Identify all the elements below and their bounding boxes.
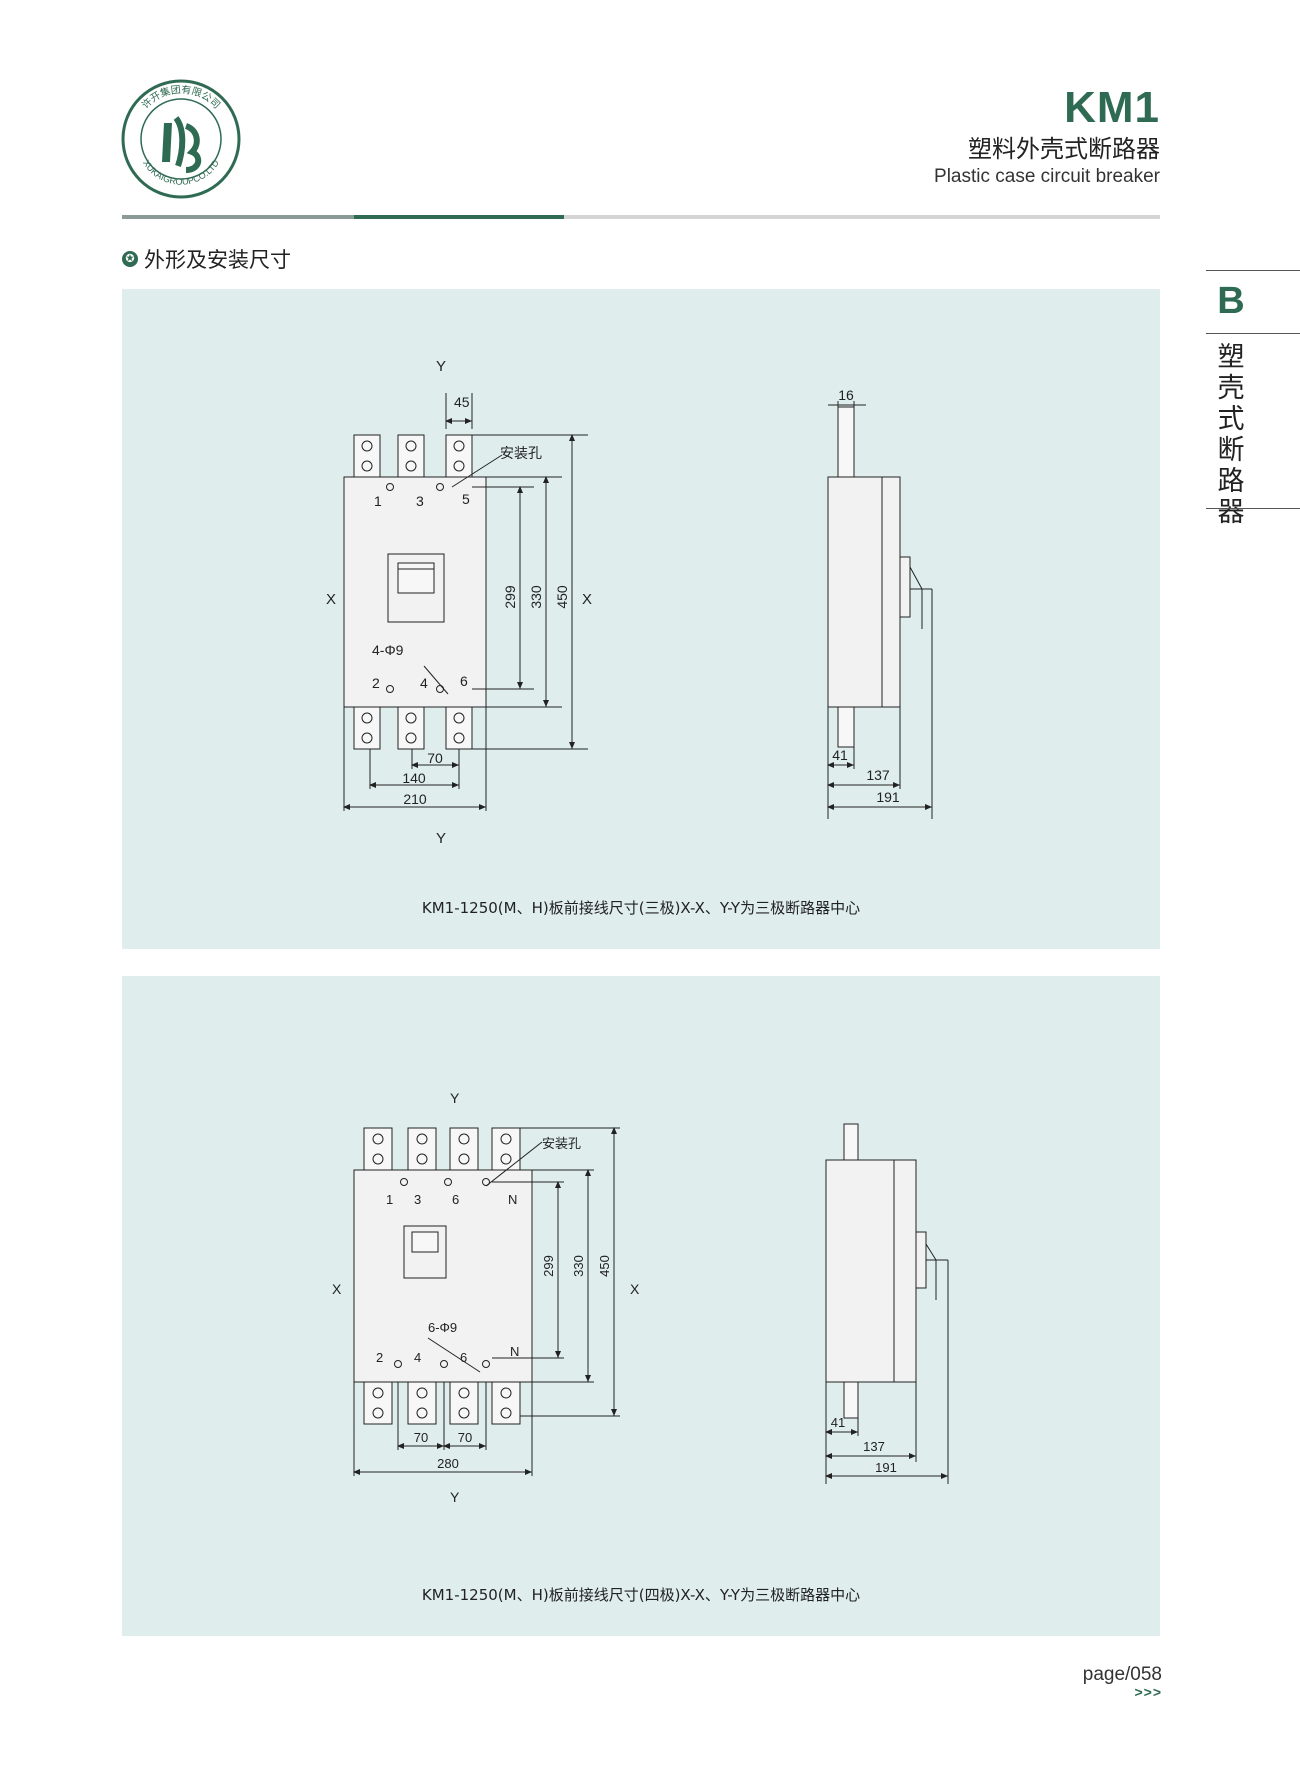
dim-299: 299 bbox=[502, 585, 518, 609]
pole-6: 6 bbox=[460, 673, 468, 689]
header-rule-gray bbox=[564, 215, 1160, 219]
side-tab-label: 塑壳式断路器 bbox=[1217, 342, 1245, 528]
side-dim-191: 191 bbox=[876, 789, 900, 805]
pole-2-2: 2 bbox=[376, 1350, 383, 1365]
dim-45: 45 bbox=[454, 394, 470, 410]
model-title: KM1 bbox=[1064, 83, 1160, 132]
company-logo: 许开集团有限公司 XUKAIGROUPCO.LTD bbox=[120, 78, 242, 200]
dim-299-2: 299 bbox=[541, 1255, 556, 1277]
axis-y-top: Y bbox=[436, 358, 446, 375]
four-pole-drawing: Y Y X X 安装孔 1 3 6 N 2 4 6 N 6-Φ9 299 330… bbox=[332, 1090, 949, 1505]
axis-x-right: X bbox=[582, 591, 592, 608]
diagram-panel-three-pole: Y Y X X 45 安装孔 1 3 5 2 4 6 4-Φ9 299 330 … bbox=[122, 289, 1160, 949]
axis-y-top-2: Y bbox=[450, 1090, 460, 1106]
side-dim-137: 137 bbox=[866, 767, 890, 783]
hole-spec-2: 6-Φ9 bbox=[428, 1320, 457, 1335]
pole-1-2: 1 bbox=[386, 1192, 393, 1207]
axis-x-left-2: X bbox=[332, 1281, 342, 1297]
dim-330-2: 330 bbox=[571, 1255, 586, 1277]
pole-3-2: 3 bbox=[414, 1192, 421, 1207]
caption-three-pole: KM1-1250(M、H)板前接线尺寸(三极)X-X、Y-Y为三极断路器中心 bbox=[421, 899, 861, 917]
side-dim-41-2: 41 bbox=[831, 1415, 845, 1430]
page-number-text: page/058 bbox=[1082, 1664, 1162, 1685]
side-dim-137-2: 137 bbox=[863, 1439, 885, 1454]
pole-n-top-2: N bbox=[508, 1192, 517, 1207]
axis-y-bottom: Y bbox=[436, 830, 446, 847]
mount-hole-label: 安装孔 bbox=[500, 445, 542, 461]
mount-hole-label-2: 安装孔 bbox=[542, 1136, 581, 1151]
side-dim-191-2: 191 bbox=[875, 1460, 897, 1475]
dim-70: 70 bbox=[427, 750, 443, 766]
dim-450: 450 bbox=[554, 585, 570, 609]
page-number: page/058 >>> bbox=[1082, 1664, 1162, 1700]
dim-140: 140 bbox=[402, 770, 426, 786]
pole-5: 5 bbox=[462, 491, 470, 507]
side-tab-letter: B bbox=[1217, 280, 1245, 322]
dim-70a-2: 70 bbox=[414, 1430, 428, 1445]
dim-280-2: 280 bbox=[437, 1456, 459, 1471]
pole-4-2: 4 bbox=[414, 1350, 421, 1365]
caption-four-pole: KM1-1250(M、H)板前接线尺寸(四极)X-X、Y-Y为三极断路器中心 bbox=[421, 1586, 861, 1604]
side-tab: B 塑壳式断路器 bbox=[1206, 270, 1300, 528]
header-rule-accent bbox=[354, 215, 564, 219]
axis-x-left: X bbox=[326, 591, 336, 608]
pole-3: 3 bbox=[416, 493, 424, 509]
pole-1: 1 bbox=[374, 493, 382, 509]
axis-y-bottom-2: Y bbox=[450, 1489, 460, 1505]
diagram-panel-four-pole: Y Y X X 安装孔 1 3 6 N 2 4 6 N 6-Φ9 299 330… bbox=[122, 976, 1160, 1636]
dim-210: 210 bbox=[403, 791, 427, 807]
pole-4: 4 bbox=[420, 675, 428, 691]
title-chinese: 塑料外壳式断路器 bbox=[968, 135, 1160, 163]
side-dim-16: 16 bbox=[838, 387, 854, 403]
dim-70b-2: 70 bbox=[458, 1430, 472, 1445]
pole-6-top-2: 6 bbox=[452, 1192, 459, 1207]
section-title: ✪ 外形及安装尺寸 bbox=[122, 244, 291, 274]
dim-450-2: 450 bbox=[597, 1255, 612, 1277]
pole-n-bottom-2: N bbox=[510, 1344, 519, 1359]
side-dim-41: 41 bbox=[832, 747, 848, 763]
section-title-text: 外形及安装尺寸 bbox=[144, 248, 291, 272]
hole-spec: 4-Φ9 bbox=[372, 642, 404, 658]
arrows-icon: >>> bbox=[1134, 1684, 1162, 1700]
pole-6-bottom-2: 6 bbox=[460, 1350, 467, 1365]
dim-330: 330 bbox=[528, 585, 544, 609]
three-pole-drawing: Y Y X X 45 安装孔 1 3 5 2 4 6 4-Φ9 299 330 … bbox=[326, 358, 933, 847]
title-english: Plastic case circuit breaker bbox=[934, 166, 1160, 187]
axis-x-right-2: X bbox=[630, 1281, 640, 1297]
header-titles: KM1 塑料外壳式断路器 Plastic case circuit breake… bbox=[934, 86, 1160, 190]
star-icon: ✪ bbox=[122, 251, 138, 267]
pole-2: 2 bbox=[372, 675, 380, 691]
header-rule-gray-left bbox=[122, 215, 354, 219]
